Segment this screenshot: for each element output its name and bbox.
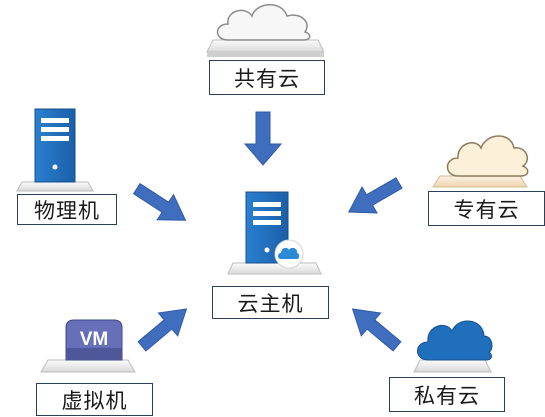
arrow-public-to-host bbox=[243, 111, 283, 166]
arrow-vm-to-host bbox=[137, 308, 188, 352]
dedicated-cloud-icon bbox=[432, 135, 529, 188]
physical-machine-label: 物理机 bbox=[17, 194, 117, 225]
private-cloud-icon bbox=[413, 320, 493, 373]
virtual-machine-icon bbox=[40, 319, 136, 373]
virtual-machine-label: 虚拟机 bbox=[36, 383, 153, 416]
arrow-physical-to-host bbox=[132, 182, 187, 221]
public-cloud-icon bbox=[206, 4, 325, 57]
public-cloud-label: 共有云 bbox=[209, 60, 325, 95]
dedicated-cloud-label: 专有云 bbox=[428, 191, 545, 226]
arrow-private-to-host bbox=[351, 308, 402, 352]
arrow-dedicated-to-host bbox=[347, 177, 403, 214]
cloud-host-icon bbox=[227, 191, 322, 275]
cloud-host-label: 云主机 bbox=[212, 286, 329, 319]
vm-badge-text: VM bbox=[80, 329, 109, 350]
private-cloud-label: 私有云 bbox=[389, 377, 505, 412]
physical-server-icon bbox=[16, 108, 94, 192]
